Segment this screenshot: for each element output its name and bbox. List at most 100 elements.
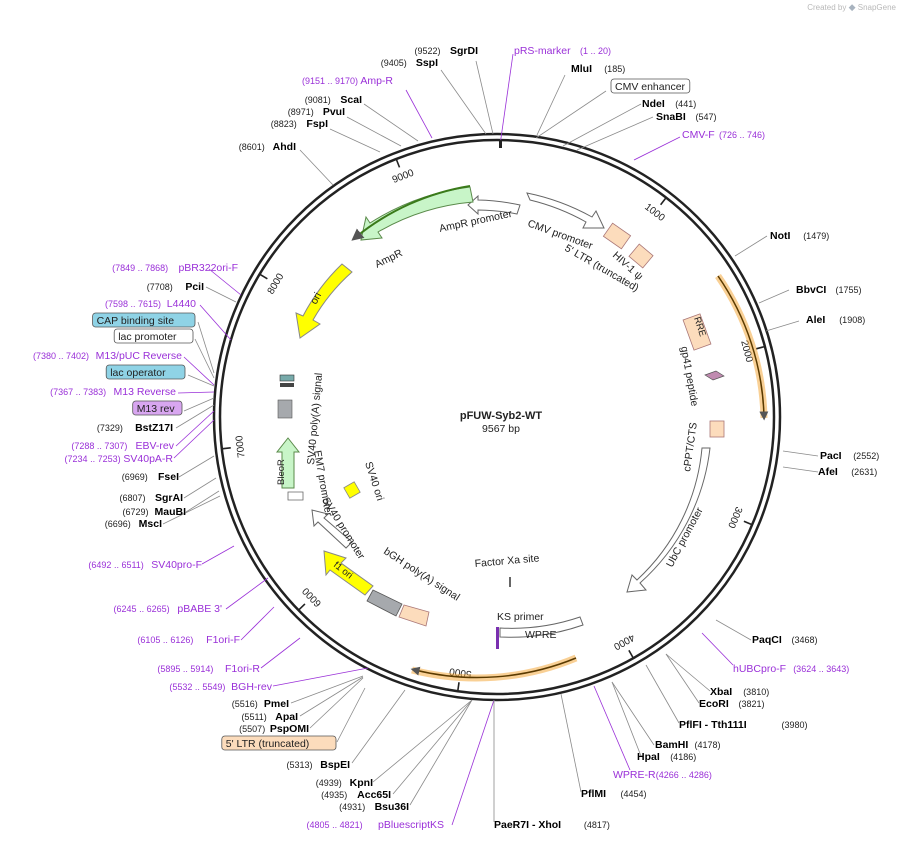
tick-mark — [259, 273, 268, 280]
feature-cmv-promoter-arrow — [526, 192, 605, 229]
site-label-mlui: (185)MluI — [571, 63, 625, 75]
site-label-ndei: (441)NdeI — [642, 98, 696, 110]
tick-mark — [628, 649, 635, 659]
site-label-name: 5' LTR (truncated) — [226, 738, 310, 750]
site-label-sgrai: (6807)SgrAI — [119, 492, 183, 504]
feature-cppt-cts-box — [709, 420, 725, 438]
feature-bgh-polya-box — [366, 589, 403, 617]
site-label-name: SV40pro-F — [151, 559, 202, 571]
site-label-position: (5511) — [241, 712, 266, 722]
site-label-position: (7380 .. 7402) — [33, 351, 89, 361]
feature-5ltr-truncated-box-2 — [398, 604, 430, 627]
site-label-name: PvuI — [323, 106, 345, 118]
site-label-noti: (1479)NotI — [770, 230, 829, 242]
feature-ampr-promoter-arrow — [467, 194, 521, 216]
tick-label: 1000 — [642, 202, 667, 225]
site-label-name: CMV enhancer — [615, 81, 686, 93]
site-label-lac-promoter: lac promoter — [113, 328, 194, 344]
site-label-name: PacI — [820, 450, 842, 462]
site-label-name: M13 Reverse — [114, 386, 177, 398]
feature-wpre-orange-arrow — [410, 657, 577, 679]
site-label-afei: (2631)AfeI — [818, 466, 877, 478]
feature-sv40-polya-gray-box — [277, 399, 293, 419]
site-label-name: KpnI — [350, 777, 373, 789]
site-label-name: Amp-R — [360, 75, 393, 87]
site-label-position: (4935) — [321, 790, 347, 800]
site-label-m13-puc-reverse: (7380 .. 7402)M13/pUC Reverse — [33, 350, 182, 362]
site-label-position: (7288 .. 7307) — [71, 441, 127, 451]
tick-mark — [659, 197, 667, 206]
site-label-position: (7598 .. 7615) — [105, 299, 161, 309]
site-label-name: F1ori-F — [206, 634, 240, 646]
site-label-name: HpaI — [637, 751, 660, 763]
site-label-sgrdi: (9522)SgrDI — [414, 45, 478, 57]
site-label-pcii: (7708)PciI — [147, 281, 204, 293]
site-label-box — [113, 328, 194, 344]
snapgene-logo-icon: ◆ — [848, 2, 856, 12]
site-label-cap-binding-site: CAP binding site — [92, 312, 196, 328]
site-label-name: SV40pA-R — [123, 453, 173, 465]
backbone — [212, 132, 782, 702]
site-label-position: (6105 .. 6126) — [137, 635, 193, 645]
site-label-apai: (5511)ApaI — [241, 711, 298, 723]
site-label-name: CAP binding site — [97, 315, 175, 327]
site-label-position: (4805 .. 4821) — [307, 820, 363, 830]
site-label-name: lac promoter — [118, 331, 177, 343]
site-label-position: (726 .. 746) — [719, 130, 765, 140]
site-label-pvui: (8971)PvuI — [288, 106, 345, 118]
feature-ori-arrow — [295, 263, 353, 339]
site-label-name: lac operator — [110, 367, 166, 379]
site-label-position: (4931) — [339, 802, 365, 812]
site-label-position: (6245 .. 6265) — [114, 604, 170, 614]
tick-label: 7000 — [234, 434, 248, 458]
site-label-pflfi-tth111i: (3980) PflFI - Tth111I — [679, 719, 808, 731]
feature-label-wpre: WPRE — [525, 629, 557, 641]
feature-label-sv40-ori: SV40 ori — [362, 460, 386, 502]
site-label-position: (547) — [696, 112, 717, 122]
site-label-position: (9405) — [381, 58, 407, 68]
site-label-position: (3980) — [782, 720, 808, 730]
site-label-name: NotI — [770, 230, 790, 242]
site-label-position: (9081) — [305, 95, 331, 105]
feature-ubc-promoter-arrow — [626, 447, 711, 593]
site-label-cmv-f: (726 .. 746)CMV-F — [682, 129, 765, 141]
site-label-alei: (1908)AleI — [806, 314, 865, 326]
site-label-name: FspI — [306, 118, 328, 130]
site-label-position: (3821) — [739, 699, 765, 709]
site-label-position: (185) — [604, 64, 625, 74]
site-label-position: (4266 .. 4286) — [656, 770, 712, 780]
site-label-name: BGH-rev — [231, 681, 273, 693]
feature-sv40-ori-box — [343, 481, 361, 499]
site-label-name: PflFI - Tth111I — [679, 719, 747, 731]
site-label-position: (7708) — [147, 282, 173, 292]
site-label-name: F1ori-R — [225, 663, 260, 675]
site-label-pbabe-3-: (6245 .. 6265)pBABE 3' — [114, 603, 222, 615]
site-label-name: M13 rev — [137, 403, 176, 415]
feature-label-gp41: gp41 peptide — [678, 345, 700, 407]
site-label-position: (1755) — [836, 285, 862, 295]
site-label-position: (2552) — [853, 451, 879, 461]
site-label-bamhi: (4178)BamHI — [655, 739, 721, 751]
site-label-position: (8823) — [271, 119, 297, 129]
feature-ampr-arrow — [360, 186, 474, 241]
site-label-name: ScaI — [340, 94, 362, 106]
feature-label-ampr: AmpR — [373, 247, 405, 271]
site-label-position: (1 .. 20) — [580, 46, 611, 56]
site-label-name: AfeI — [818, 466, 838, 478]
site-label-position: (4454) — [621, 789, 647, 799]
site-label-name: XbaI — [710, 686, 732, 698]
site-label-bbvci: (1755)BbvCI — [796, 284, 862, 296]
site-label-position: (7329) — [97, 423, 123, 433]
site-label-position: (1908) — [839, 315, 865, 325]
feature-ks-primer-marker — [496, 627, 499, 649]
site-label-name: pBR322ori-F — [178, 262, 238, 274]
site-label-l4440: (7598 .. 7615)L4440 — [105, 298, 196, 310]
backbone-inner-ring — [218, 138, 776, 696]
site-label-name: pRS-marker — [514, 45, 571, 57]
tick-label: 9000 — [391, 167, 416, 185]
feature-label-bleor: BleoR — [276, 459, 287, 485]
site-label-name: PaqCI — [752, 634, 782, 646]
site-label-name: Bsu36I — [375, 801, 410, 813]
site-label-position: (5895 .. 5914) — [157, 664, 213, 674]
